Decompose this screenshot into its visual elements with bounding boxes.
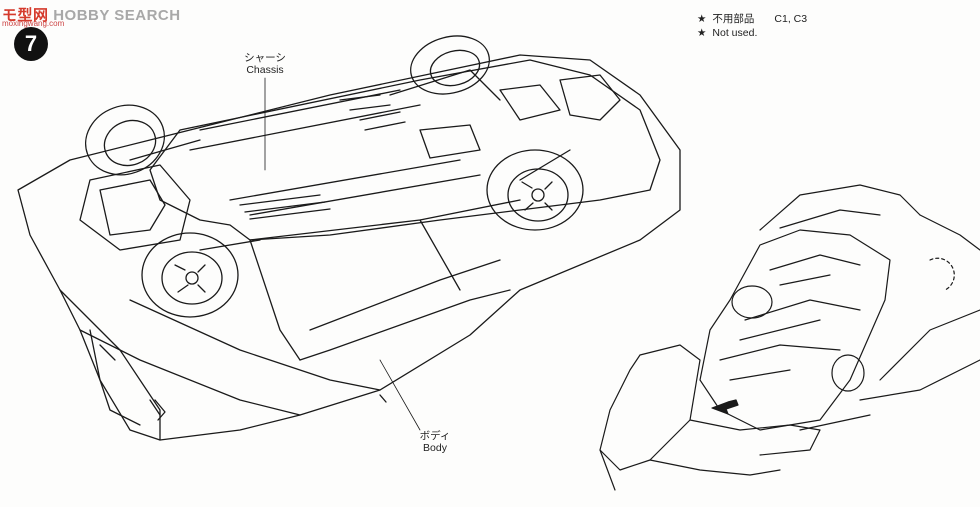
watermark-brand: HOBBY SEARCH <box>53 7 181 24</box>
body-label-en: Body <box>423 442 447 454</box>
star-icon: ★ <box>697 27 707 39</box>
body-label-jp: ボディ <box>419 430 451 442</box>
chassis-label-jp: シャーシ <box>244 52 286 64</box>
hands-holding-car-icon <box>599 184 980 491</box>
unused-parts-note: ★ 不用部品 C1, C3 ★ Not used. <box>697 12 807 40</box>
watermark: モ型网 HOBBY SEARCH <box>2 4 181 25</box>
note-part-codes: C1, C3 <box>774 13 808 25</box>
note-jp-text: 不用部品 <box>712 13 755 25</box>
note-en-text: Not used. <box>712 27 758 39</box>
chassis-label-en: Chassis <box>246 64 284 76</box>
watermark-logo: モ型网 <box>2 7 49 24</box>
star-icon: ★ <box>697 13 707 25</box>
chassis-label: シャーシ Chassis <box>235 52 295 76</box>
step-number-badge: 7 <box>14 27 48 61</box>
watermark-url: moxingwang.com <box>2 19 65 28</box>
push-arrow-icon <box>711 399 739 415</box>
body-label: ボディ Body <box>405 430 465 454</box>
